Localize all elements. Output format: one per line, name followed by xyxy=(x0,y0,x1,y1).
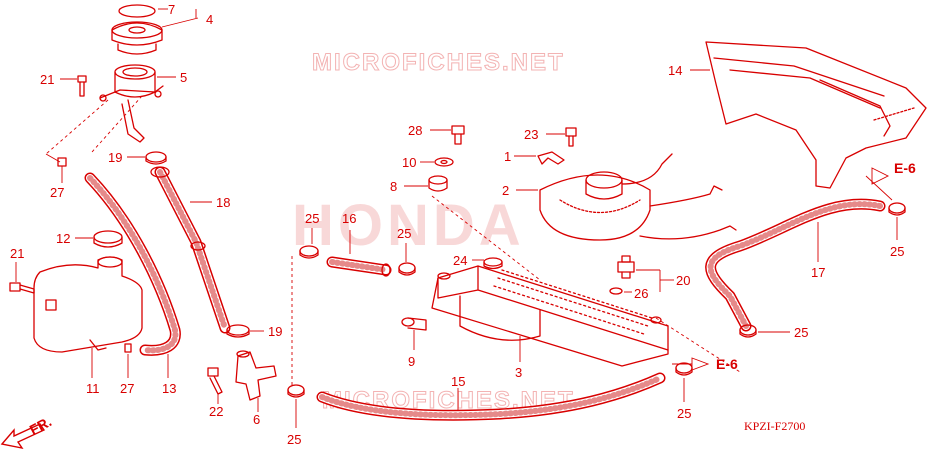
callout-4: 4 xyxy=(206,12,213,27)
callout-18: 18 xyxy=(216,195,230,210)
callout-28: 28 xyxy=(408,123,422,138)
hose-13 xyxy=(84,172,181,356)
callout-9: 9 xyxy=(408,354,415,369)
reservoir-cap-12 xyxy=(93,230,123,248)
callout-21-top: 21 xyxy=(40,72,54,87)
callout-24: 24 xyxy=(453,253,467,268)
callout-13: 13 xyxy=(162,381,176,396)
fan-motor xyxy=(539,153,737,241)
front-label: FR. xyxy=(27,413,54,438)
clamp-25-f xyxy=(675,362,693,376)
hose-18 xyxy=(150,166,231,334)
front-arrow xyxy=(0,423,46,450)
grommet-8 xyxy=(428,175,448,192)
callout-25-a: 25 xyxy=(305,211,319,226)
callout-19-top: 19 xyxy=(108,150,122,165)
callout-25-e: 25 xyxy=(794,325,808,340)
clamp-25-b xyxy=(398,262,416,276)
bolt-28 xyxy=(451,125,465,145)
callout-25-c: 25 xyxy=(287,432,301,447)
callout-26: 26 xyxy=(634,286,648,301)
callout-22: 22 xyxy=(209,404,223,419)
hose-16 xyxy=(326,256,392,277)
bolt-22 xyxy=(207,367,223,395)
callout-11: 11 xyxy=(86,381,100,396)
callout-17: 17 xyxy=(811,265,825,280)
callout-19-lower: 19 xyxy=(268,324,282,339)
callout-21-left: 21 xyxy=(10,246,24,261)
reservoir-tank xyxy=(33,256,143,353)
filler-neck xyxy=(99,64,164,143)
callout-2: 2 xyxy=(502,183,509,198)
bolt-23 xyxy=(565,127,577,147)
hose-15 xyxy=(316,372,666,421)
callout-14: 14 xyxy=(668,63,682,78)
diagram-code: KPZI-F2700 xyxy=(744,419,805,433)
callout-25-b: 25 xyxy=(397,226,411,241)
callout-27-lower: 27 xyxy=(120,381,134,396)
callout-25-f: 25 xyxy=(677,406,691,421)
radiator xyxy=(431,265,669,367)
clamp-19-top xyxy=(145,151,167,165)
clamp-25-e xyxy=(739,324,757,338)
bolt-21-top xyxy=(77,75,87,97)
callout-6: 6 xyxy=(253,412,260,427)
callout-12: 12 xyxy=(56,231,70,246)
bracket-1 xyxy=(537,151,565,165)
watermark-site-top: MICROFICHES.NET xyxy=(312,49,565,76)
joint-6 xyxy=(235,350,277,401)
callout-20: 20 xyxy=(676,273,690,288)
callout-7: 7 xyxy=(168,2,175,17)
clip-27-lower xyxy=(124,343,132,353)
washer-10 xyxy=(434,157,454,167)
clip-27-top xyxy=(57,157,67,167)
callout-25-d: 25 xyxy=(890,244,904,259)
callout-10: 10 xyxy=(402,155,416,170)
hose-17 xyxy=(705,198,886,332)
bolt-9 xyxy=(401,317,427,331)
callout-8: 8 xyxy=(390,179,397,194)
ref-e6-bottom: E-6 xyxy=(716,356,738,372)
clamp-25-c xyxy=(287,384,305,398)
clamp-19-lower xyxy=(226,324,250,338)
callout-5: 5 xyxy=(180,70,187,85)
callout-16: 16 xyxy=(342,211,356,226)
clamp-25-a xyxy=(299,245,319,259)
washer-26 xyxy=(609,287,623,295)
ref-e6-top: E-6 xyxy=(894,160,916,176)
clamp-25-d xyxy=(888,202,906,216)
callout-1: 1 xyxy=(504,149,511,164)
callout-23: 23 xyxy=(524,127,538,142)
bolt-21-left xyxy=(9,282,35,294)
callout-3: 3 xyxy=(515,365,522,380)
callout-27-top: 27 xyxy=(50,185,64,200)
shroud-14 xyxy=(705,41,927,189)
callout-15: 15 xyxy=(451,374,465,389)
reservoir-cap xyxy=(111,4,163,55)
thermo-switch-20 xyxy=(617,255,635,279)
radiator-cap-24 xyxy=(483,257,503,270)
